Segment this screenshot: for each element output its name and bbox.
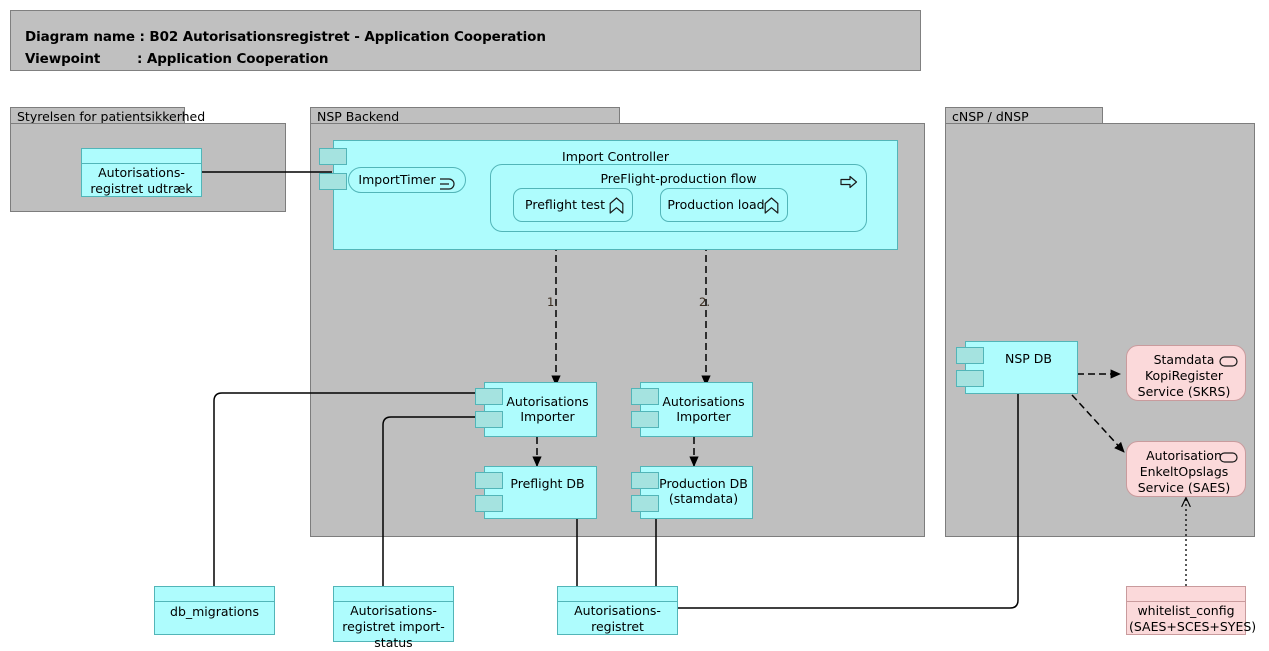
viewpoint-text: Viewpoint : Application Cooperation xyxy=(25,51,329,67)
group-label-styrelsen: Styrelsen for patientsikkerhed xyxy=(10,107,205,124)
component-port-bottom[interactable] xyxy=(631,411,659,428)
component-port-top[interactable] xyxy=(956,347,984,364)
component-title: NSP DB xyxy=(1005,351,1052,366)
component-title: Import Controller xyxy=(562,149,669,164)
data-object-label: Autorisations- registret xyxy=(574,603,661,634)
event-icon xyxy=(439,175,456,194)
data-object-whitelist-config[interactable]: whitelist_config (SAES+SCES+SYES) xyxy=(1126,586,1257,635)
data-object-band xyxy=(558,587,677,602)
application-service-skrs[interactable]: Stamdata KopiRegister Service (SKRS) xyxy=(1126,345,1246,401)
group-label-nsp-backend: NSP Backend xyxy=(310,107,620,124)
component-port-top[interactable] xyxy=(631,472,659,489)
service-icon xyxy=(1219,352,1238,371)
application-component-autorisations-importer-preflight[interactable]: Autorisations Importer xyxy=(475,382,597,437)
application-function-production-load[interactable]: Production load xyxy=(660,188,788,222)
data-object-label: whitelist_config (SAES+SCES+SYES) xyxy=(1129,603,1257,634)
data-object-label: Autorisations- registret import- status xyxy=(342,603,445,650)
component-port-top[interactable] xyxy=(475,388,503,405)
component-port-top[interactable] xyxy=(475,472,503,489)
diagram-title-box: Diagram name : B02 Autorisationsregistre… xyxy=(10,10,921,71)
application-component-production-db[interactable]: Production DB (stamdata) xyxy=(631,466,753,519)
component-port-top[interactable] xyxy=(631,388,659,405)
data-object-label: db_migrations xyxy=(170,604,259,619)
function-icon xyxy=(609,197,624,218)
application-function-label: Production load xyxy=(667,197,765,212)
component-title: Production DB (stamdata) xyxy=(659,476,748,506)
data-object-band xyxy=(1127,587,1245,602)
application-event-label: ImportTimer xyxy=(358,172,436,187)
application-function-preflight-test[interactable]: Preflight test xyxy=(513,188,633,222)
component-port-bottom[interactable] xyxy=(319,173,347,190)
application-event-import-timer[interactable]: ImportTimer xyxy=(348,167,466,193)
data-object-autorisationsregistret-import-status[interactable]: Autorisations- registret import- status xyxy=(333,586,454,650)
application-component-autorisations-importer-production[interactable]: Autorisations Importer xyxy=(631,382,753,437)
application-service-label: Autorisation EnkeltOpslags Service (SAES… xyxy=(1137,448,1231,495)
data-object-autorisationsregistret-udtraek[interactable]: Autorisations- registret udtræk xyxy=(81,148,202,197)
application-function-label: Preflight test xyxy=(525,197,605,212)
component-port-bottom[interactable] xyxy=(475,495,503,512)
application-process-preflight-production-flow[interactable]: PreFlight-production flow xyxy=(490,164,867,232)
application-component-nsp-db[interactable]: NSP DB xyxy=(956,341,1078,394)
data-object-band xyxy=(155,587,274,602)
data-object-band xyxy=(334,587,453,602)
data-object-label: Autorisations- registret udtræk xyxy=(90,165,193,196)
component-port-bottom[interactable] xyxy=(631,495,659,512)
process-arrow-icon xyxy=(840,174,858,193)
diagram-name-text: Diagram name : B02 Autorisationsregistre… xyxy=(25,29,546,45)
flow-label-2: 2. xyxy=(699,295,710,309)
application-process-label: PreFlight-production flow xyxy=(600,171,757,186)
service-icon xyxy=(1219,448,1238,467)
component-port-bottom[interactable] xyxy=(956,370,984,387)
component-title: Autorisations Importer xyxy=(506,394,589,424)
application-service-saes[interactable]: Autorisation EnkeltOpslags Service (SAES… xyxy=(1126,441,1246,497)
component-title: Preflight DB xyxy=(510,476,585,491)
function-icon xyxy=(764,197,779,218)
flow-label-1: 1. xyxy=(547,295,558,309)
application-component-preflight-db[interactable]: Preflight DB xyxy=(475,466,597,519)
data-object-autorisationsregistret[interactable]: Autorisations- registret xyxy=(557,586,678,635)
application-service-label: Stamdata KopiRegister Service (SKRS) xyxy=(1137,352,1231,399)
data-object-db-migrations[interactable]: db_migrations xyxy=(154,586,275,635)
group-label-cnsp-dnsp: cNSP / dNSP xyxy=(945,107,1103,124)
component-port-bottom[interactable] xyxy=(475,411,503,428)
data-object-band xyxy=(82,149,201,164)
component-port-top[interactable] xyxy=(319,148,347,165)
component-title: Autorisations Importer xyxy=(662,394,745,424)
